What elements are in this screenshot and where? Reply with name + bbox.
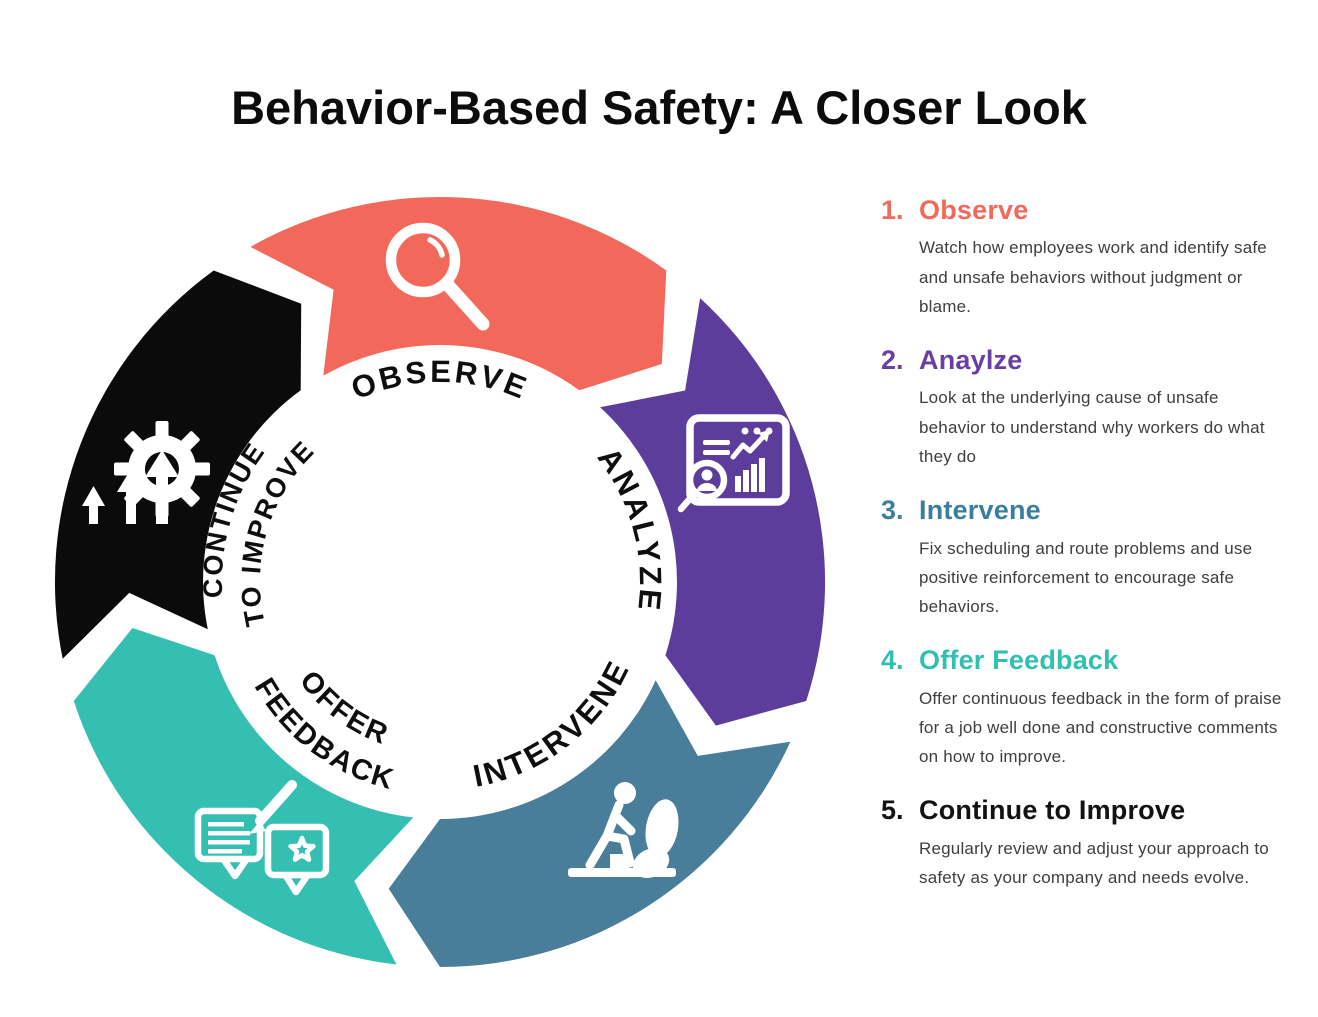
step-description: Watch how employees work and identify sa… [919, 238, 1267, 316]
segment-continue-improve [54, 270, 302, 659]
step-number: 5. [881, 795, 904, 826]
worker-hazard-icon [568, 782, 679, 879]
step-description: Look at the underlying cause of unsafe b… [919, 388, 1265, 466]
cycle-label-observe: OBSERVE [346, 354, 533, 407]
step-title: Continue to Improve [919, 795, 1186, 826]
step-list: 1. Observe Watch how employees work and … [881, 194, 1306, 892]
step-item-anaylze: 2. Anaylze Look at the underlying cause … [881, 344, 1306, 471]
segment-analyze [600, 298, 826, 726]
cycle-svg: OBSERVE ANALYZE INTERVENE OFFER FEEDBACK… [54, 196, 826, 967]
page-title: Behavior-Based Safety: A Closer Look [231, 81, 1087, 134]
segment-intervene [388, 680, 791, 967]
step-item-offer-feedback: 4. Offer Feedback Offer continuous feedb… [881, 644, 1306, 771]
step-number: 4. [881, 645, 904, 676]
segment-offer-feedback [73, 628, 414, 965]
analytics-window-icon [677, 414, 790, 513]
step-number: 2. [881, 345, 904, 376]
step-description: Offer continuous feedback in the form of… [919, 688, 1282, 767]
step-number: 1. [881, 195, 904, 225]
feedback-chat-icon [194, 780, 330, 896]
step-number: 3. [881, 495, 904, 526]
step-item-observe: 1. Observe Watch how employees work and … [881, 194, 1306, 321]
magnifier-icon [385, 222, 490, 331]
step-item-continue-improve: 5. Continue to Improve Regularly review … [881, 794, 1306, 892]
step-description: Regularly review and adjust your approac… [919, 838, 1269, 887]
step-description: Fix scheduling and route problems and us… [919, 538, 1253, 617]
step-title: Observe [919, 195, 1029, 225]
bbs-cycle-diagram: OBSERVE ANALYZE INTERVENE OFFER FEEDBACK… [30, 172, 850, 992]
step-title: Offer Feedback [919, 645, 1119, 676]
step-title: Anaylze [919, 345, 1023, 376]
step-item-intervene: 3. Intervene Fix scheduling and route pr… [881, 494, 1306, 621]
step-title: Intervene [919, 495, 1041, 526]
gear-growth-icon [82, 421, 210, 524]
